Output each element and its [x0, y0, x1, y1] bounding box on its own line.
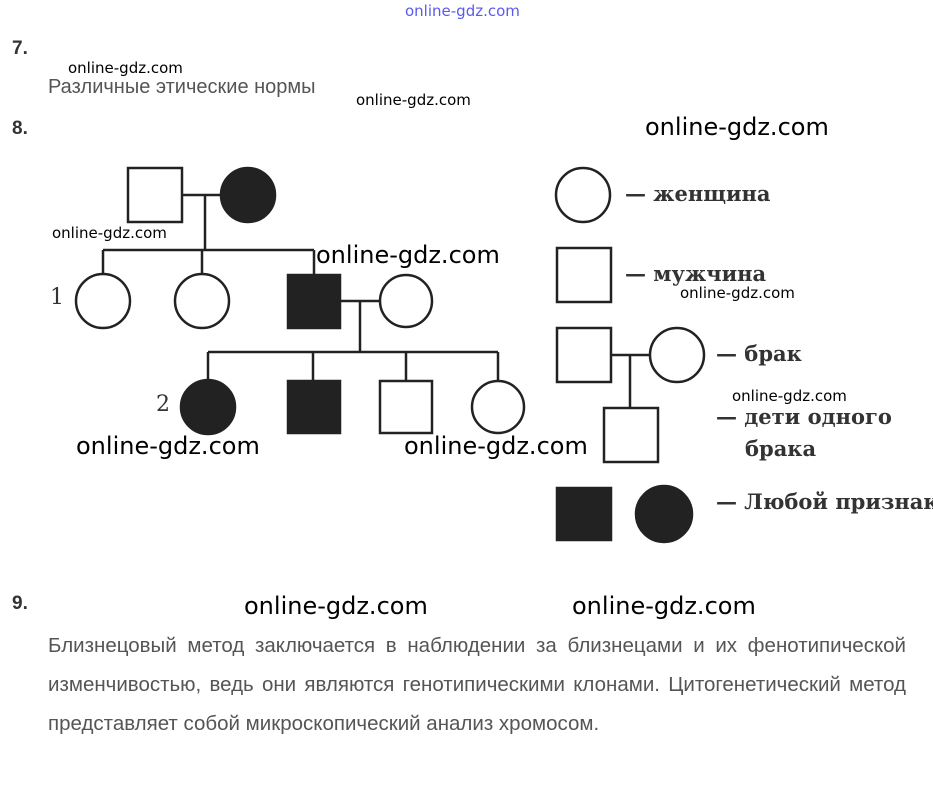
legend-trait-square-icon — [555, 486, 613, 542]
watermark: online-gdz.com — [76, 432, 260, 460]
question-9-number: 9. — [12, 593, 28, 614]
wife-circle — [378, 273, 434, 329]
legend-marriage-label: — брак — [716, 341, 802, 366]
legend-child-icon — [602, 406, 660, 464]
question-7-answer: Различные этические нормы — [48, 76, 316, 98]
daughter-circle — [173, 272, 231, 330]
legend-trait-label: — Любой признак — [716, 489, 933, 514]
watermark: online-gdz.com — [244, 592, 428, 620]
legend-marriage-male-icon — [555, 326, 613, 384]
generation-label-1: 1 — [50, 285, 64, 310]
legend-female-label: — женщина — [625, 181, 771, 206]
daughter-circle — [74, 272, 132, 330]
question-8-number: 8. — [12, 118, 28, 139]
legend-male-label: — мужчина — [625, 261, 767, 286]
watermark: online-gdz.com — [68, 59, 183, 77]
watermark: online-gdz.com — [732, 387, 847, 405]
granddaughter-circle — [470, 379, 526, 435]
son-affected-square — [286, 273, 342, 330]
granddaughter-affected-circle — [179, 378, 237, 436]
watermark: online-gdz.com — [356, 91, 471, 109]
watermark: online-gdz.com — [316, 241, 500, 269]
watermark: online-gdz.com — [645, 113, 829, 141]
question-7-number: 7. — [12, 38, 28, 59]
watermark: online-gdz.com — [52, 224, 167, 242]
watermark: online-gdz.com — [572, 592, 756, 620]
question-9-answer: Близнецовый метод заключается в наблюден… — [48, 634, 906, 735]
legend-marriage-female-icon — [648, 326, 706, 384]
grandson-affected-square — [286, 379, 342, 435]
watermark: online-gdz.com — [405, 2, 520, 20]
legend-male-icon — [555, 246, 613, 304]
legend-female-icon — [554, 166, 612, 224]
grandson-square — [378, 379, 434, 435]
watermark: online-gdz.com — [404, 432, 588, 460]
grandfather-square — [126, 166, 184, 224]
legend-children-label: — дети одного — [716, 404, 892, 429]
legend-trait-circle-icon — [634, 484, 694, 544]
grandmother-affected-circle — [219, 166, 277, 224]
legend-children-label-2: брака — [745, 436, 817, 461]
watermark: online-gdz.com — [680, 284, 795, 302]
generation-label-2: 2 — [156, 392, 170, 417]
